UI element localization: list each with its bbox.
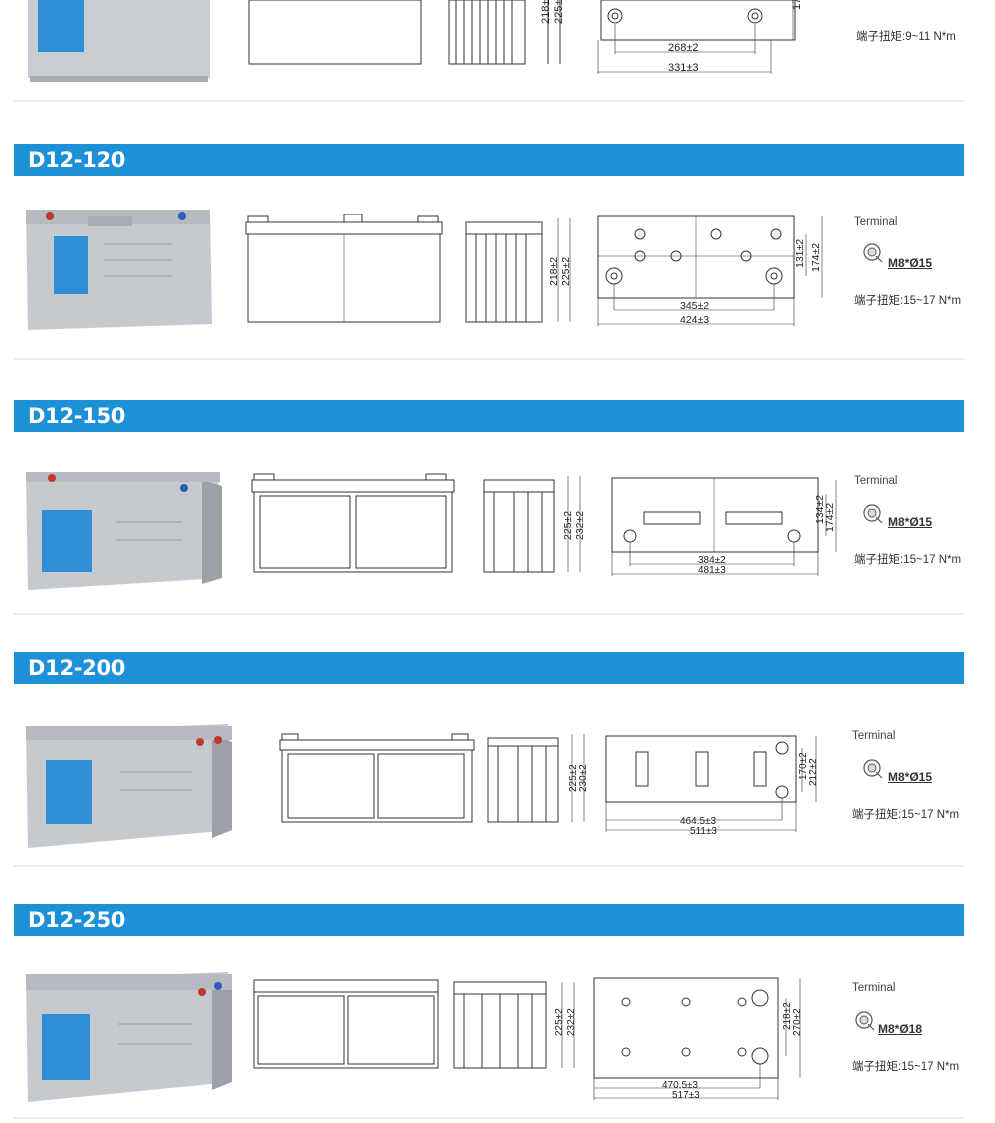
dim-height-inner: 225±2 <box>562 510 574 540</box>
model-title: D12-150 <box>28 404 126 428</box>
section-divider <box>14 613 964 615</box>
dim-side: 17 <box>791 0 803 10</box>
dim-height-inner: 218±2 <box>548 256 560 286</box>
terminal-torque: 端子扭矩:15~17 N*m <box>854 295 962 307</box>
front-view-drawing <box>279 733 475 823</box>
dim-length-outer: 511±3 <box>690 826 717 837</box>
top-view-drawing <box>611 477 837 576</box>
terminal-size: M8*Ø15 <box>888 770 933 784</box>
battery-photo <box>26 724 232 848</box>
model-title: D12-250 <box>28 908 126 932</box>
dim-width-outer: 270±2 <box>792 1008 803 1036</box>
top-view-drawing <box>597 215 823 326</box>
terminal-size: M8*Ø15 <box>888 515 933 529</box>
terminal-size: M8*Ø18 <box>878 1022 923 1036</box>
terminal-spec: Terminal M8*Ø15 端子扭矩:15~17 N*m <box>854 475 984 575</box>
model-header-bar: D12-200 <box>14 652 964 684</box>
model-title: D12-120 <box>28 148 126 172</box>
terminal-torque: 端子扭矩:15~17 N*m <box>852 1061 960 1073</box>
battery-photo <box>26 472 222 590</box>
battery-photo <box>26 972 232 1102</box>
section-partial-top: 218±2 218±2 225±2 17 268±2 331±3 端子扭矩:9~… <box>0 0 995 104</box>
front-view-drawing <box>253 979 439 1069</box>
product-section-d12-120: D12-120 218±2 225±2 <box>0 144 995 364</box>
product-section-d12-200: D12-200 225±2 230±2 17 <box>0 652 995 872</box>
model-title: D12-200 <box>28 656 126 680</box>
front-view-drawing <box>251 473 455 573</box>
terminal-spec: Terminal M8*Ø15 端子扭矩:15~17 N*m <box>854 216 984 316</box>
dim-length-outer: 331±3 <box>668 62 699 74</box>
dim-length-inner: 345±2 <box>680 300 710 312</box>
dim-height-inner: 218±2 <box>540 0 552 24</box>
dim-length-inner: 384±2 <box>698 555 726 566</box>
model-header-bar: D12-250 <box>14 904 964 936</box>
dim-height-inner: 225±2 <box>554 1008 565 1036</box>
section-divider <box>14 100 964 102</box>
terminal-torque: 端子扭矩:9~11 N*m <box>856 31 956 43</box>
terminal-torque: 端子扭矩:15~17 N*m <box>854 554 962 566</box>
dim-height-outer: 230±2 <box>578 764 589 792</box>
section-divider <box>14 865 964 867</box>
side-view-drawing <box>483 476 581 573</box>
terminal-label: Terminal <box>852 730 896 742</box>
section-divider <box>14 1117 964 1119</box>
battery-photo <box>28 0 210 82</box>
dim-length-outer: 424±3 <box>680 314 710 326</box>
terminal-torque: 端子扭矩:15~17 N*m <box>852 809 960 821</box>
dim-length-inner: 464.5±3 <box>680 816 717 827</box>
terminal-spec: Terminal M8*Ø18 端子扭矩:15~17 N*m <box>852 982 982 1082</box>
product-section-d12-150: D12-150 225±2 232±2 <box>0 400 995 620</box>
product-section-d12-250: D12-250 225±2 232±2 <box>0 904 995 1123</box>
dim-length-inner: 268±2 <box>668 42 699 54</box>
top-view-drawing <box>605 735 817 832</box>
dim-width-inner: 131±2 <box>794 238 806 268</box>
front-view-drawing <box>245 214 443 323</box>
model-header-bar: D12-150 <box>14 400 964 432</box>
model-header-bar: D12-120 <box>14 144 964 176</box>
dim-height-outer: 225±2 <box>560 256 572 286</box>
section-divider <box>14 358 964 360</box>
dim-length-inner: 470.5±3 <box>662 1080 699 1091</box>
dim-height-outer: 232±2 <box>574 510 586 540</box>
terminal-label: Terminal <box>854 216 898 228</box>
dim-width-outer: 174±2 <box>824 502 836 532</box>
terminal-spec: Terminal M8*Ø15 端子扭矩:15~17 N*m <box>852 730 982 830</box>
top-view-drawing <box>593 977 801 1100</box>
terminal-label: Terminal <box>854 475 898 487</box>
terminal-bolt-icon <box>855 1011 875 1031</box>
side-view-drawing <box>465 218 571 323</box>
battery-photo <box>26 210 212 330</box>
top-view-drawing <box>597 0 796 74</box>
dim-width-outer: 174±2 <box>810 242 822 272</box>
dim-width-outer: 212±2 <box>808 758 819 786</box>
terminal-bolt-icon <box>863 759 883 779</box>
terminal-bolt-icon <box>863 504 883 524</box>
terminal-label: Terminal <box>852 982 896 994</box>
side-view-drawing <box>487 734 585 823</box>
terminal-bolt-icon <box>863 243 883 263</box>
dim-length-outer: 481±3 <box>698 565 726 576</box>
side-view-drawing: 218±2 <box>448 0 561 65</box>
dim-length-outer: 517±3 <box>672 1090 700 1101</box>
dim-height-outer: 232±2 <box>566 1008 577 1036</box>
terminal-size: M8*Ø15 <box>888 256 933 270</box>
dim-height-outer: 225±2 <box>553 0 565 24</box>
side-view-drawing <box>453 981 575 1069</box>
front-view-drawing <box>248 0 422 65</box>
